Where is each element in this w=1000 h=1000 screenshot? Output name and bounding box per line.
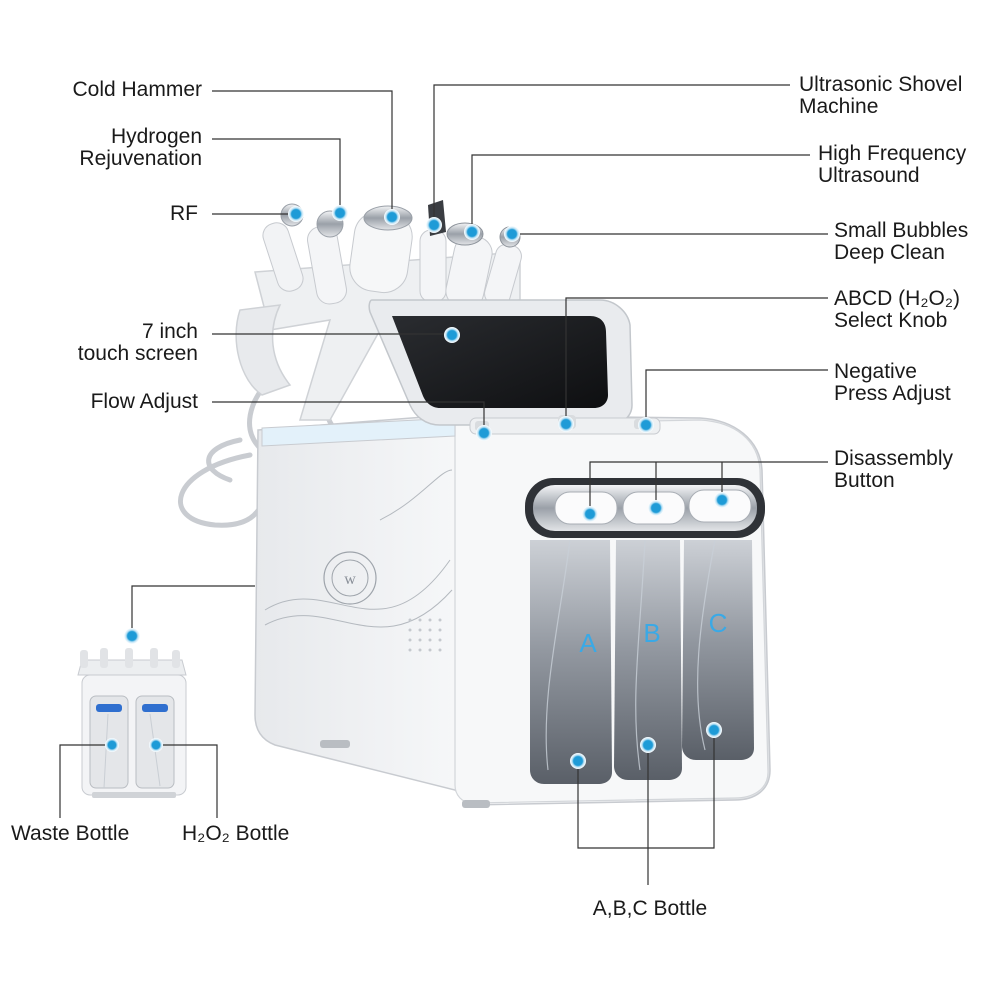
tank-letter-b: B bbox=[643, 618, 660, 648]
label-disassembly-button: Disassembly Button bbox=[834, 447, 954, 492]
touch-screen bbox=[368, 299, 633, 426]
callout-dot-rear bbox=[124, 628, 140, 644]
callout-dot-touch-screen bbox=[444, 327, 460, 343]
callout-dot-disassembly-c bbox=[714, 492, 730, 508]
label-negative-press: Negative Press Adjust bbox=[834, 360, 951, 405]
label-cold-hammer: Cold Hammer bbox=[72, 78, 202, 101]
callout-dot-bottle-c bbox=[706, 722, 722, 738]
callout-dot-hydrogen bbox=[332, 205, 348, 221]
rear-view-inset bbox=[77, 648, 187, 798]
callout-dot-negative-press bbox=[638, 417, 654, 433]
ultrasonic-shovel-handpiece bbox=[419, 200, 447, 303]
callout-dot-bottle-a bbox=[570, 753, 586, 769]
bottle-holder bbox=[525, 478, 765, 538]
callout-dot-disassembly-a bbox=[582, 506, 598, 522]
callout-dot-flow-adjust bbox=[476, 425, 492, 441]
tank-letter-c: C bbox=[709, 608, 728, 638]
label-flow-adjust: Flow Adjust bbox=[90, 390, 198, 413]
tank-letter-a: A bbox=[579, 628, 597, 658]
svg-text:w: w bbox=[344, 571, 356, 588]
label-ultrasonic-shovel: Ultrasonic Shovel Machine bbox=[799, 73, 963, 118]
label-abc-bottle: A,B,C Bottle bbox=[592, 897, 708, 920]
callout-dot-cold-hammer bbox=[384, 209, 400, 225]
label-small-bubbles: Small Bubbles Deep Clean bbox=[834, 219, 969, 264]
callout-dot-waste bbox=[105, 738, 119, 752]
label-abcd-select-knob: ABCD (H₂O₂) Select Knob bbox=[834, 287, 960, 332]
callout-dot-bottle-b bbox=[640, 737, 656, 753]
callout-dots bbox=[105, 205, 730, 769]
callout-dot-small-bubbles bbox=[504, 226, 520, 242]
callout-dot-h2o2 bbox=[149, 738, 163, 752]
callout-dot-disassembly-b bbox=[648, 500, 664, 516]
callout-dot-select-knob bbox=[558, 416, 574, 432]
label-high-frequency: High Frequency Ultrasound bbox=[818, 142, 967, 187]
label-touch-screen: 7 inch touch screen bbox=[77, 320, 198, 365]
label-rf: RF bbox=[170, 202, 198, 225]
callout-dot-ultrasonic-shovel bbox=[426, 217, 442, 233]
callout-lines bbox=[59, 84, 828, 885]
callout-dot-high-frequency bbox=[464, 224, 480, 240]
label-waste-bottle: Waste Bottle bbox=[11, 822, 130, 845]
callout-dot-rf bbox=[288, 206, 304, 222]
abc-tanks bbox=[530, 539, 754, 784]
label-h2o2-bottle: H₂O₂ Bottle bbox=[182, 822, 290, 845]
label-hydrogen-rejuvenation: Hydrogen Rejuvenation bbox=[79, 125, 202, 170]
